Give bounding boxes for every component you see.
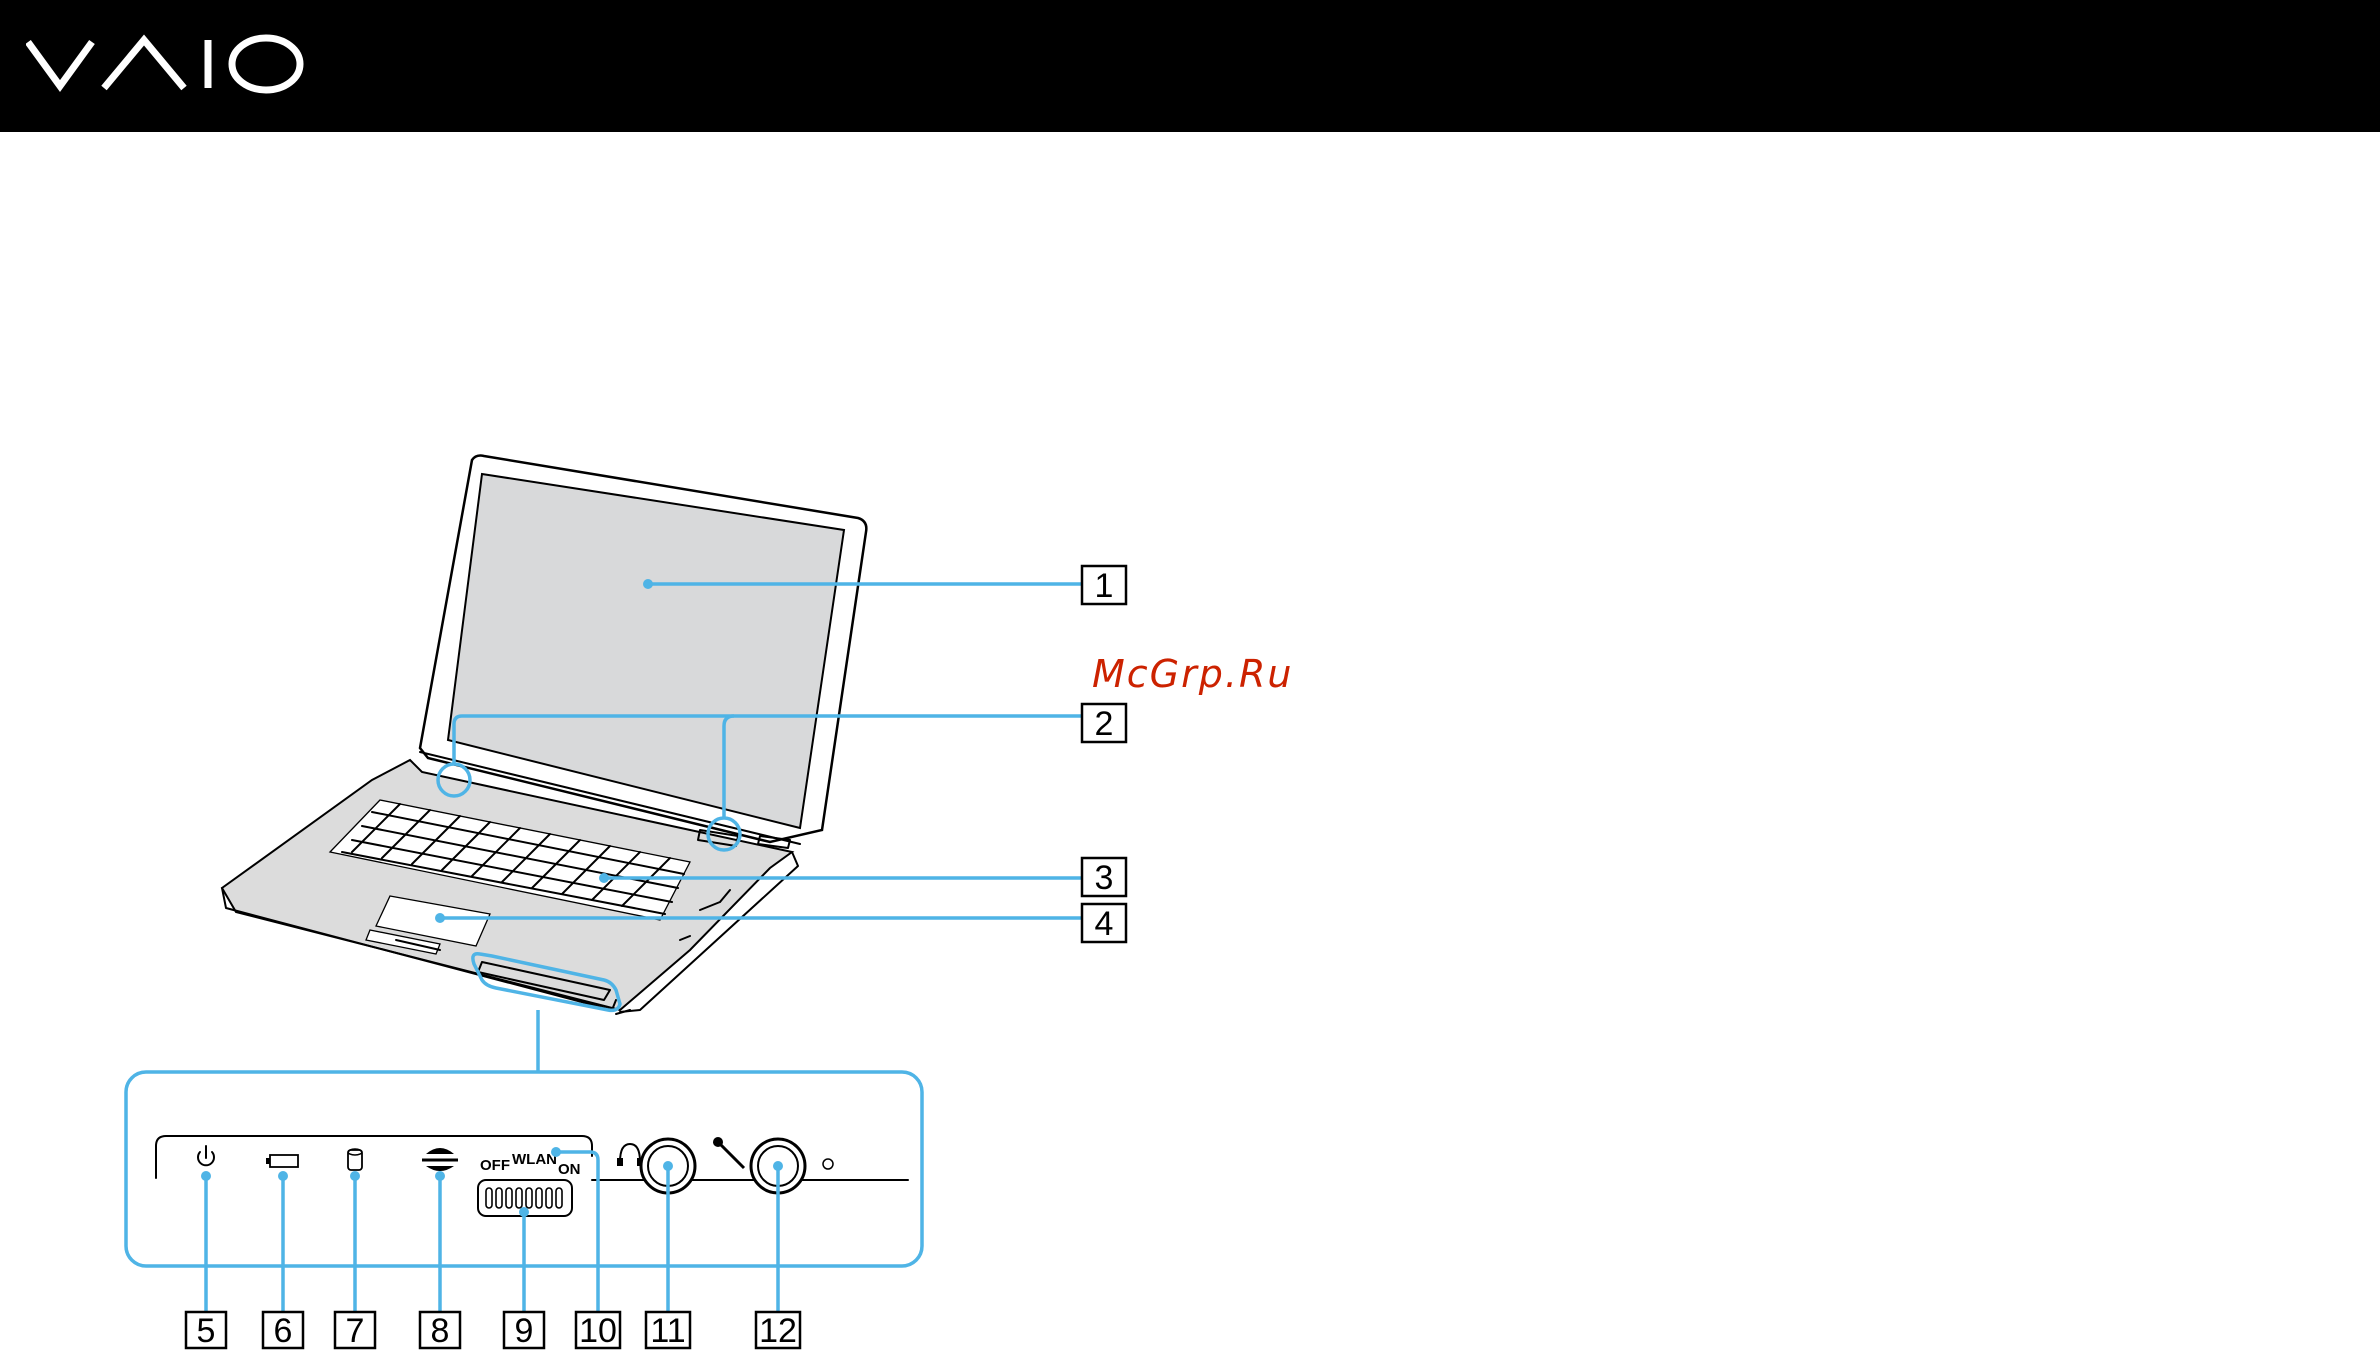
hard-disk-icon [348,1149,362,1170]
callout-12-label: 12 [759,1312,797,1350]
microphone-icon [713,1137,744,1168]
callout-11: 11 [646,1312,690,1350]
callout-6: 6 [263,1312,303,1350]
callout-9-label: 9 [515,1312,534,1350]
wlan-on-label: ON [558,1161,581,1178]
callout-2-label: 2 [1095,705,1114,743]
callout-6-label: 6 [274,1312,293,1350]
callout-5-label: 5 [197,1312,216,1350]
callout-11-label: 11 [650,1312,685,1350]
laptop-illustration [222,456,866,1015]
wlan-off-label: OFF [480,1157,510,1174]
callout-10: 10 [576,1312,620,1350]
callout-9: 9 [504,1312,544,1350]
callout-3-label: 3 [1095,859,1114,897]
callout-1: 1 [1082,566,1126,605]
callout-7-label: 7 [346,1312,365,1350]
callout-7: 7 [335,1312,375,1350]
callout-8: 8 [420,1312,460,1350]
callout-2: 2 [1082,704,1126,743]
callout-3: 3 [1082,858,1126,897]
callout-1-label: 1 [1095,567,1114,605]
memory-stick-icon [422,1148,458,1171]
callout-10-label: 10 [579,1312,617,1350]
callout-4: 4 [1082,904,1126,943]
headphones-icon [617,1144,643,1166]
battery-icon [266,1155,298,1167]
power-icon [198,1146,214,1165]
callout-5: 5 [186,1312,226,1350]
callout-8-label: 8 [431,1312,450,1350]
callout-12: 12 [756,1312,800,1350]
wlan-label: WLAN [512,1151,557,1168]
callout-4-label: 4 [1095,905,1114,943]
